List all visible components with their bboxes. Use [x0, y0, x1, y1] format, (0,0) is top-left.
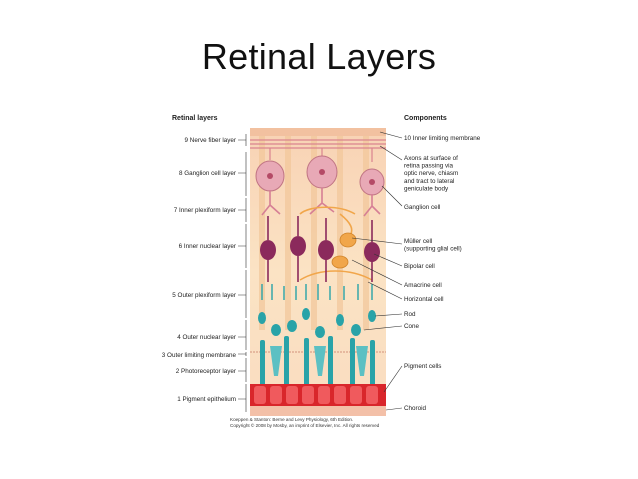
inner-limiting-membrane — [250, 128, 386, 136]
component-label-cone: Cone — [404, 323, 420, 330]
bipolar-cell — [260, 240, 276, 260]
layer-label-inner-plexiform: 7 Inner plexiform layer — [174, 207, 236, 214]
component-label-axons: optic nerve, chiasm — [404, 170, 458, 177]
bipolar-cell — [318, 240, 334, 260]
component-label-axons: retina passing via — [404, 163, 454, 170]
layer-label-ganglion-cell: 8 Ganglion cell layer — [179, 170, 236, 177]
figure-credit-line-1: Koeppen & Stanton: Berne and Levy Physio… — [230, 417, 353, 422]
layer-label-pigment-epithelium: 1 Pigment epithelium — [177, 396, 236, 403]
layer-label-photoreceptor: 2 Photoreceptor layer — [176, 368, 236, 375]
photoreceptor-terminals — [261, 284, 373, 300]
amacrine-cells — [299, 206, 373, 281]
layer-label-outer-limiting-membrane: 3 Outer limiting membrane — [162, 352, 237, 359]
choroid — [250, 406, 386, 416]
amacrine-cell — [339, 232, 357, 248]
layer-brackets — [238, 134, 247, 412]
photoreceptor-nuclei — [258, 308, 376, 338]
component-label-choroid: Choroid — [404, 405, 427, 412]
component-label-ganglion: Ganglion cell — [404, 204, 440, 211]
layer-label-outer-nuclear: 4 Outer nuclear layer — [177, 334, 236, 341]
component-label-c10: 10 Inner limiting membrane — [404, 135, 481, 142]
retina-illustration — [250, 128, 386, 416]
layer-label-nerve-fiber: 9 Nerve fiber layer — [185, 137, 236, 144]
amacrine-cell — [331, 255, 349, 269]
bipolar-cell — [364, 242, 380, 262]
bipolar-cell — [290, 236, 306, 256]
component-label-bipolar: Bipolar cell — [404, 263, 435, 270]
component-leaders — [351, 131, 403, 411]
component-label-amacrine: Amacrine cell — [404, 282, 442, 289]
layer-labels: 9 Nerve fiber layer 8 Ganglion cell laye… — [162, 137, 237, 403]
component-label-axons: geniculate body — [404, 185, 449, 192]
component-label-axons: Axons at surface of — [404, 155, 458, 162]
pigment-epithelium — [250, 384, 386, 406]
nerve-fiber-axons — [250, 139, 386, 162]
component-label-rod: Rod — [404, 311, 416, 318]
retinal-layers-header: Retinal layers — [172, 115, 218, 122]
slide-title: Retinal Layers — [201, 36, 437, 77]
component-label-horizontal: Horizontal cell — [404, 296, 444, 303]
components-header: Components — [404, 115, 447, 122]
component-label-muller: (supporting glial cell) — [404, 246, 462, 253]
component-label-axons: and tract to lateral — [404, 178, 454, 185]
component-label-pigment: Pigment cells — [404, 363, 441, 370]
component-label-muller: Müller cell — [404, 238, 432, 245]
rods-and-cones — [260, 336, 375, 386]
layer-label-outer-plexiform: 5 Outer plexiform layer — [172, 292, 236, 299]
layer-label-inner-nuclear: 6 Inner nuclear layer — [179, 243, 236, 250]
figure-credit-line-2: Copyright © 2008 by Mosby, an imprint of… — [230, 422, 380, 428]
bipolar-cells — [260, 216, 380, 282]
horizontal-cell-process — [299, 270, 373, 281]
